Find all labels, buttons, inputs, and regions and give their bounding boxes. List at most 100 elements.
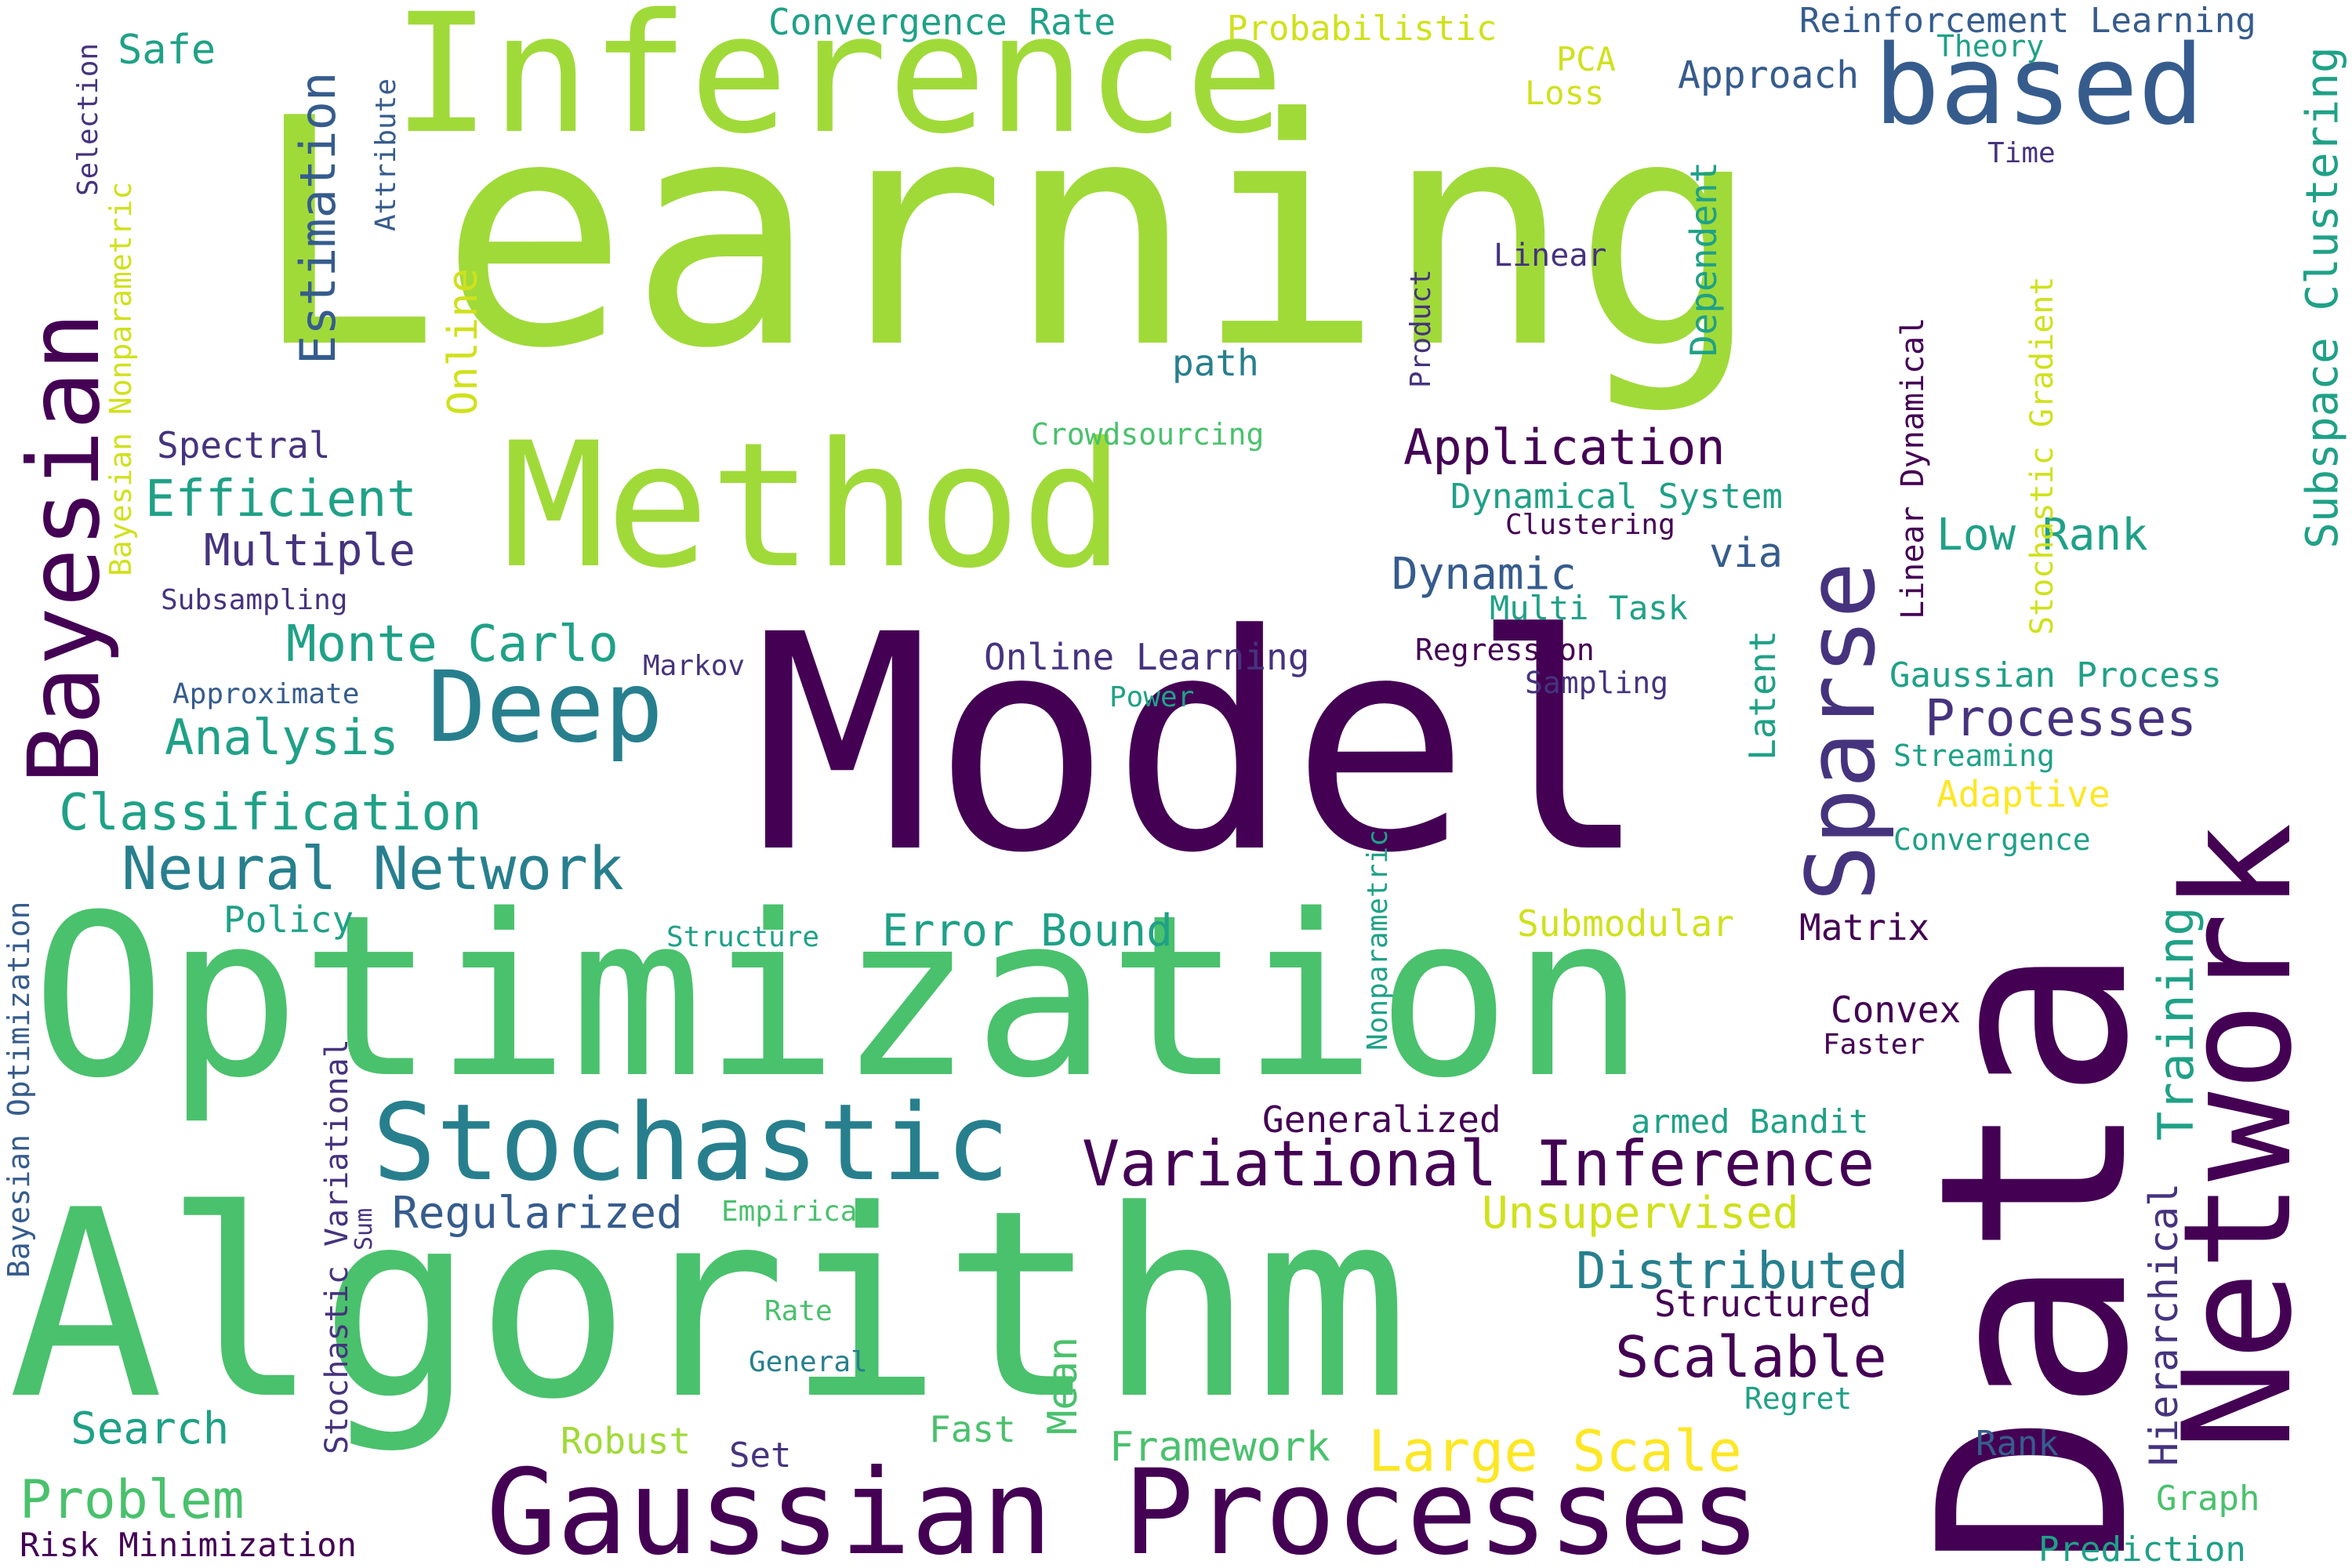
word-analysis: Analysis (165, 709, 399, 766)
word-hierarchical: Hierarchical (2141, 1182, 2187, 1466)
word-latent: Latent (1741, 630, 1784, 760)
word-search: Search (71, 1403, 230, 1454)
word-deep: Deep (427, 651, 664, 764)
word-large-scale: Large Scale (1368, 1418, 1742, 1484)
word-based: based (1874, 22, 2205, 150)
word-spectral: Spectral (157, 424, 331, 466)
word-power: Power (1109, 681, 1195, 713)
word-clustering: Clustering (1505, 509, 1675, 541)
word-product: Product (1405, 269, 1437, 388)
word-stochastic: Stochastic (372, 1081, 1010, 1204)
word-efficient: Efficient (145, 470, 417, 528)
word-matrix: Matrix (1799, 906, 1930, 949)
word-probabilistic: Probabilistic (1227, 9, 1497, 49)
word-regression: Regression (1415, 633, 1595, 667)
word-via: via (1709, 530, 1783, 577)
word-reinforcement-learning: Reinforcement Learning (1799, 1, 2256, 41)
word-mean: Mean (1040, 1336, 1087, 1435)
word-generalized: Generalized (1262, 1098, 1501, 1141)
word-unsupervised: Unsupervised (1482, 1188, 1799, 1239)
word-general: General (749, 1346, 868, 1378)
word-monte-carlo: Monte Carlo (286, 615, 619, 673)
word-stochastic-variational: Stochastic Variational (319, 1039, 355, 1454)
word-sum: Sum (350, 1207, 378, 1250)
word-dynamical-system: Dynamical System (1450, 477, 1783, 517)
word-rank: Rank (1976, 1424, 2059, 1464)
word-structure: Structure (666, 921, 820, 953)
word-approximate: Approximate (172, 678, 360, 710)
word-path: path (1172, 342, 1259, 384)
word-set: Set (729, 1436, 792, 1475)
word-distributed: Distributed (1576, 1243, 1908, 1301)
word-subspace-clustering: Subspace Clustering (2297, 46, 2348, 549)
word-data: Data (1884, 945, 2185, 1568)
word-rate: Rate (764, 1295, 833, 1327)
word-loss: Loss (1525, 74, 1605, 112)
word-framework: Framework (1109, 1424, 1330, 1471)
word-algorithm: Algorithm (8, 1155, 1410, 1456)
word-variational-inference: Variational Inference (1082, 1127, 1875, 1200)
word-online: Online (440, 268, 487, 416)
word-estimation: Estimation (289, 71, 347, 365)
word-sparse: Sparse (1788, 561, 1896, 902)
word-nonparametric: Nonparametric (1362, 829, 1394, 1051)
word-multi-task: Multi Task (1490, 589, 1688, 627)
word-processes: Processes (1925, 690, 2197, 748)
word-classification: Classification (59, 784, 482, 842)
word-bayesian-nonparametric: Bayesian Nonparametric (103, 181, 138, 576)
word-graph: Graph (2156, 1479, 2260, 1519)
word-low-rank: Low Rank (1936, 510, 2148, 561)
word-prediction: Prediction (2038, 1530, 2246, 1568)
word-neural-network: Neural Network (122, 833, 624, 903)
word-bayesian-optimization: Bayesian Optimization (2, 901, 36, 1278)
word-empirical: Empirical (721, 1196, 875, 1228)
word-model: Model (753, 571, 1650, 918)
word-attribute: Attribute (370, 78, 402, 231)
word-streaming: Streaming (1893, 739, 2055, 773)
word-error-bound: Error Bound (882, 906, 1173, 956)
word-robust: Robust (561, 1420, 691, 1462)
word-regularized: Regularized (392, 1188, 683, 1239)
word-training: Training (2147, 906, 2205, 1141)
word-regret: Regret (1744, 1381, 1853, 1416)
word-bayesian: Bayesian (8, 311, 122, 784)
word-submodular: Submodular (1517, 902, 1734, 945)
word-dependent: Dependent (1682, 161, 1725, 357)
word-problem: Problem (20, 1469, 245, 1531)
word-application: Application (1403, 419, 1726, 476)
word-approach: Approach (1678, 53, 1860, 97)
word-gaussian-process: Gaussian Process (1889, 655, 2222, 695)
word-markov: Markov (643, 650, 746, 682)
word-gaussian-processes: Gaussian Processes (486, 1445, 1761, 1568)
word-optimization: Optimization (31, 867, 1646, 1127)
word-armed-bandit: armed Bandit (1631, 1102, 1869, 1141)
word-theory: Theory (1936, 29, 2045, 64)
word-faster: Faster (1823, 1029, 1926, 1061)
word-risk-minimization: Risk Minimization (20, 1526, 357, 1564)
word-linear: Linear (1494, 238, 1607, 274)
word-subsampling: Subsampling (161, 584, 348, 616)
word-linear-dynamical: Linear Dynamical (1895, 317, 1931, 619)
word-convergence-rate: Convergence Rate (768, 1, 1116, 43)
word-convergence: Convergence (1893, 822, 2091, 857)
word-crowdsourcing: Crowdsourcing (1031, 417, 1265, 452)
word-safe: Safe (118, 27, 216, 74)
word-dynamic: Dynamic (1392, 549, 1577, 600)
word-fast: Fast (929, 1408, 1016, 1450)
word-scalable: Scalable (1615, 1324, 1887, 1390)
word-policy: Policy (223, 898, 354, 941)
word-sampling: Sampling (1525, 666, 1669, 700)
word-learning: Learning (251, 53, 1762, 417)
word-inference: Inference (392, 0, 1284, 170)
word-adaptive: Adaptive (1936, 773, 2111, 815)
word-pca: PCA (1556, 40, 1616, 78)
word-online-learning: Online Learning (984, 636, 1310, 678)
word-time: Time (1987, 137, 2056, 169)
word-method: Method (502, 405, 1125, 606)
word-structured: Structured (1654, 1283, 1871, 1325)
word-multiple: Multiple (204, 525, 416, 576)
word-stochastic-gradient: Stochastic Gradient (2024, 276, 2060, 635)
word-convex: Convex (1831, 989, 1962, 1031)
word-selection: Selection (72, 42, 104, 196)
